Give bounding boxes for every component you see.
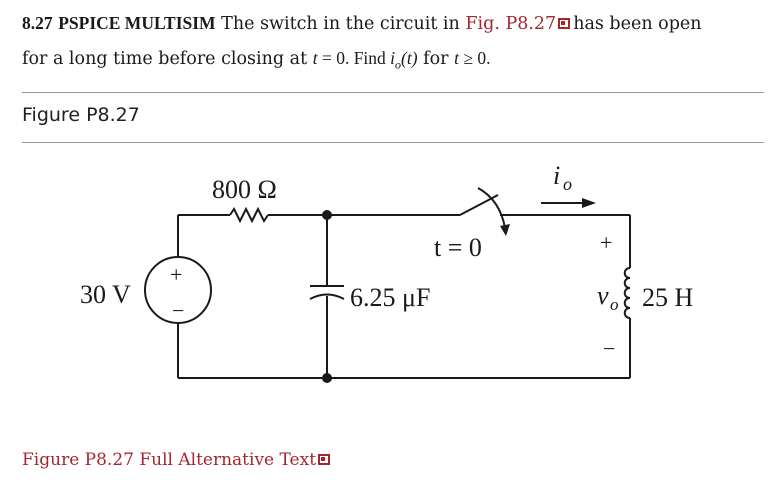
figure-label-id: P8.27 [86, 104, 140, 126]
voltage-source [144, 256, 212, 324]
inductor-coil [623, 267, 631, 319]
figure-label: Figure P8.27 [22, 104, 140, 126]
resistor [229, 206, 269, 224]
external-link-icon[interactable] [318, 454, 331, 465]
divider-bottom [22, 142, 764, 143]
cap-plate-bottom [309, 293, 345, 300]
source-minus: − [172, 298, 184, 323]
voltage-minus: − [603, 336, 615, 361]
math-t3: t [454, 48, 459, 68]
problem-tags: PSPICE MULTISIM [58, 13, 216, 33]
switch-arrowhead [500, 224, 510, 236]
problem-line-2: for a long time before closing at t = 0.… [22, 41, 762, 82]
node-bottom [322, 373, 332, 383]
figure-reference-link[interactable]: Fig. P8.27 [465, 14, 557, 34]
source-plus: + [170, 262, 182, 287]
switch-label: t = 0 [434, 233, 482, 262]
voltage-label-v: v [597, 281, 609, 310]
math-for: for [417, 49, 455, 69]
switch-arrow [477, 187, 506, 229]
math-t: t [312, 48, 318, 68]
source-label: 30 V [80, 280, 131, 309]
math-eq: = 0. Find [317, 48, 391, 68]
voltage-label-o: o [610, 295, 619, 314]
math-o-sub: o [395, 57, 402, 72]
math-i: i [390, 48, 396, 68]
circuit-wires [144, 194, 631, 379]
math-ge: ≥ 0. [458, 48, 491, 68]
problem-line-1: 8.27 PSPICE MULTISIM The switch in the c… [22, 6, 762, 41]
problem-text-a: The switch in the circuit in [221, 14, 460, 34]
problem-line2-a: for a long time before closing at [22, 49, 308, 69]
alt-text-link-row: Figure P8.27 Full Alternative Text [22, 450, 333, 470]
alt-text-link[interactable]: Figure P8.27 Full Alternative Text [22, 450, 317, 470]
math-t-paren: (t) [401, 48, 418, 68]
node-top [322, 210, 332, 220]
inductor-label: 25 H [642, 283, 694, 312]
resistor-label: 800 Ω [212, 175, 277, 204]
external-link-icon[interactable] [558, 18, 571, 29]
current-label-o: o [563, 174, 572, 194]
problem-text-b: has been open [573, 14, 702, 34]
capacitor-label: 6.25 μF [350, 283, 430, 312]
figure-label-word: Figure [22, 104, 81, 126]
problem-number: 8.27 [22, 13, 53, 33]
voltage-plus: + [600, 230, 612, 255]
current-arrowhead [582, 198, 596, 208]
current-label-i: i [553, 161, 560, 190]
problem-statement: 8.27 PSPICE MULTISIM The switch in the c… [22, 6, 762, 82]
divider-top [22, 92, 764, 93]
